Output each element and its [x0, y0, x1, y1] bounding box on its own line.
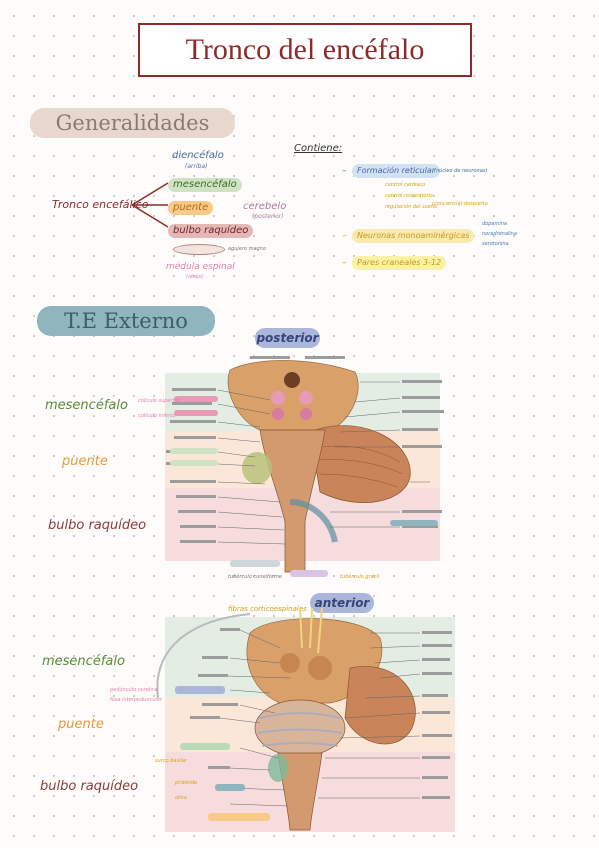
posterior-side-mesencefalo: mesencéfalo	[45, 398, 128, 413]
bulbo-label: bulbo raquídeo	[168, 224, 254, 238]
anterior-heading: anterior	[310, 593, 374, 613]
neuronas-bullet: –	[342, 231, 347, 241]
medula-note: (abajo)	[186, 274, 204, 280]
section-generalidades: Generalidades	[30, 108, 235, 138]
tree-branches	[131, 182, 169, 228]
formacion-bullet: –	[342, 166, 347, 176]
anterior-left-note-0: pedúnculo cerebral	[110, 687, 159, 693]
posterior-heading: posterior	[255, 328, 320, 348]
medula-label: médula espinal	[166, 262, 235, 272]
mesencefalo-label: mesencéfalo	[168, 178, 242, 192]
tronco-encefalico-term: Tronco encefálico	[52, 198, 149, 211]
anterior-left-note-3: pirámide	[175, 780, 198, 786]
neuronas-sub-2: serotonina	[482, 241, 509, 247]
anterior-left-note-2: surco basilar	[155, 758, 187, 764]
pares-bullet: –	[342, 258, 347, 268]
anterior-side-puente: puente	[58, 717, 104, 732]
cerebelo-label: cerebelo	[243, 201, 287, 212]
foramen-note: agujero magno	[228, 246, 266, 252]
formacion-note: (núcleo de neuronas)	[434, 168, 488, 174]
posterior-side-bulbo: bulbo raquídeo	[48, 518, 147, 533]
puente-label: puente	[168, 201, 214, 215]
posterior-callout-1: colículo inferior	[138, 413, 177, 419]
anterior-left-note-1: fosa interpeduncular	[110, 697, 162, 703]
diencefalo-note: (arriba)	[185, 163, 208, 170]
anterior-left-note-4: oliva	[175, 795, 187, 801]
cerebelo-note: (posterior)	[252, 213, 284, 220]
brainstem-posterior-illustration	[166, 356, 444, 577]
formacion-label: Formación reticular	[352, 164, 441, 178]
diencefalo-label: diencéfalo	[172, 150, 224, 161]
anterior-top-note: fibras corticoespinales	[228, 605, 307, 613]
formacion-sub-1: control respiratorio	[385, 193, 433, 199]
posterior-note-1: tubérculo grácil	[340, 574, 380, 580]
section-externo: T.E Externo	[37, 306, 215, 336]
formacion-subnote: (conciencia) despierto	[432, 201, 488, 207]
anterior-side-mesencefalo: mesencéfalo	[42, 654, 125, 669]
neuronas-sub-0: dopamina	[482, 221, 507, 227]
foramen-magnum-shape	[173, 244, 225, 255]
neuronas-sub-1: noradrenalina	[482, 231, 517, 237]
anterior-side-bulbo: bulbo raquídeo	[40, 779, 139, 794]
formacion-sub-0: control cardiaco	[385, 182, 426, 188]
posterior-note-0: tubérculo cuneiforme	[228, 574, 282, 580]
pares-label: Pares craneales 3-12	[352, 256, 447, 270]
page-title: Tronco del encéfalo	[138, 23, 472, 77]
contiene-label: Contiene:	[294, 143, 343, 154]
brainstem-anterior-illustration	[156, 608, 452, 831]
formacion-sub-2: regulación del sueño	[385, 204, 438, 210]
posterior-callout-0: colículo superior	[138, 398, 180, 404]
posterior-side-puente: puente	[62, 454, 108, 469]
neuronas-label: Neuronas monoaminérgicas	[352, 229, 475, 243]
